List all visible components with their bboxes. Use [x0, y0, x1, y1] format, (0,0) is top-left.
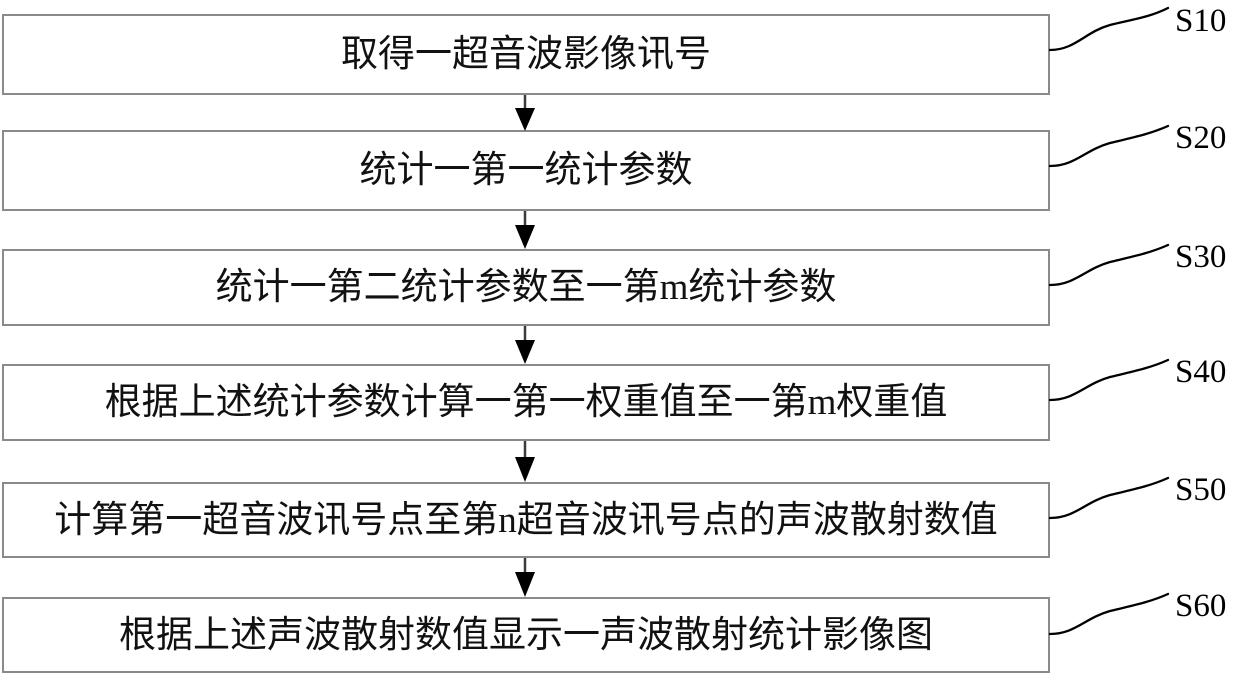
flowchart-step-box-s30[interactable]: 统计一第二统计参数至一第m统计参数	[2, 249, 1050, 326]
flowchart-step-label-s30: 统计一第二统计参数至一第m统计参数	[215, 267, 837, 308]
leader-line-s10	[1048, 6, 1170, 52]
flowchart-step-label-s10: 取得一超音波影像讯号	[341, 34, 711, 75]
leader-line-s40	[1048, 358, 1170, 402]
step-tag-s10: S10	[1175, 3, 1227, 39]
down-arrow-s30-s40	[515, 326, 535, 364]
flowchart-step-label-s20: 统计一第一统计参数	[359, 150, 693, 191]
down-arrow-s50-s60	[515, 558, 535, 597]
leader-line-s20	[1048, 124, 1170, 168]
down-arrow-s20-s30	[515, 211, 535, 249]
step-tag-s40: S40	[1175, 354, 1227, 390]
down-arrow-s40-s50	[515, 441, 535, 482]
step-tag-s30: S30	[1175, 239, 1227, 275]
step-tag-s20: S20	[1175, 120, 1227, 156]
down-arrow-s10-s20	[515, 95, 535, 131]
step-tag-s50: S50	[1175, 472, 1227, 508]
flowchart-step-box-s60[interactable]: 根据上述声波散射数值显示一声波散射统计影像图	[2, 597, 1050, 673]
flowchart-step-box-s50[interactable]: 计算第一超音波讯号点至第n超音波讯号点的声波散射数值	[2, 482, 1050, 558]
leader-line-s50	[1048, 476, 1170, 520]
flowchart-step-box-s10[interactable]: 取得一超音波影像讯号	[2, 14, 1050, 95]
flowchart-step-label-s40: 根据上述统计参数计算一第一权重值至一第m权重值	[104, 382, 948, 423]
flowchart-step-box-s40[interactable]: 根据上述统计参数计算一第一权重值至一第m权重值	[2, 364, 1050, 441]
flowchart-step-label-s50: 计算第一超音波讯号点至第n超音波讯号点的声波散射数值	[54, 499, 998, 541]
leader-line-s60	[1048, 592, 1170, 636]
leader-line-s30	[1048, 243, 1170, 287]
flowchart-step-box-s20[interactable]: 统计一第一统计参数	[2, 130, 1050, 211]
flowchart-step-label-s60: 根据上述声波散射数值显示一声波散射统计影像图	[119, 614, 933, 656]
step-tag-s60: S60	[1175, 588, 1227, 624]
